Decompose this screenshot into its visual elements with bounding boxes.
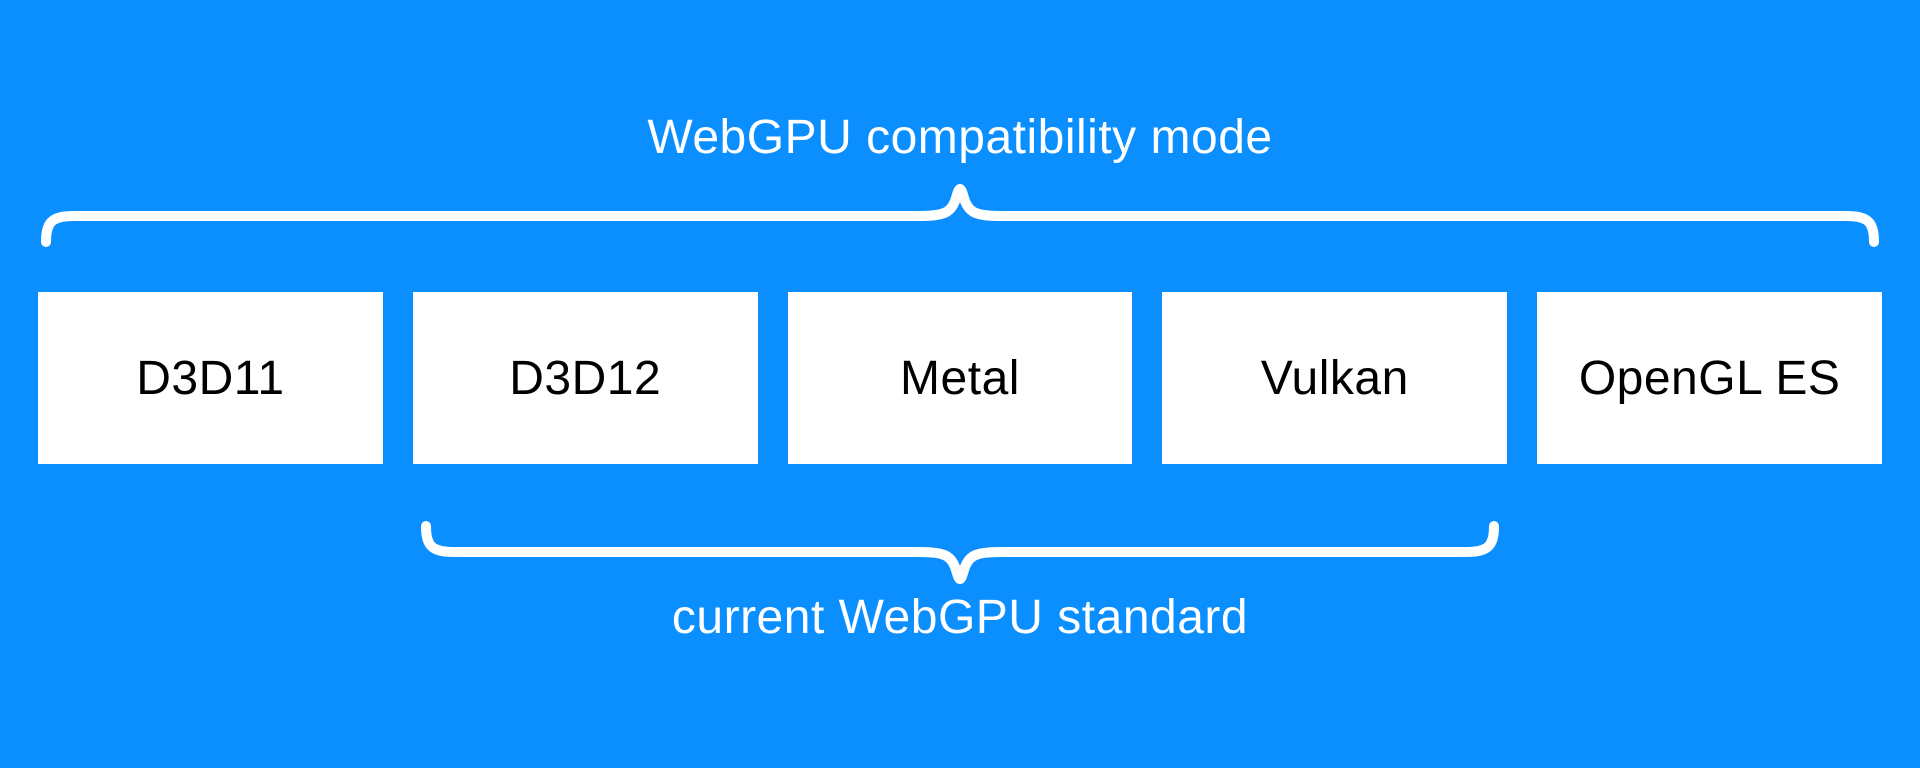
api-box-row: D3D11 D3D12 Metal Vulkan OpenGL ES [38, 292, 1882, 464]
api-box-label: D3D12 [509, 351, 662, 405]
api-box-label: Metal [900, 351, 1020, 405]
current-standard-label: current WebGPU standard [671, 591, 1249, 644]
compatibility-mode-label: WebGPU compatibility mode [647, 111, 1273, 164]
api-box-d3d12: D3D12 [412, 292, 758, 464]
api-box-label: OpenGL ES [1578, 351, 1841, 405]
bottom-brace [421, 521, 1499, 584]
api-box-vulkan: Vulkan [1162, 292, 1508, 464]
top-brace [41, 184, 1879, 247]
api-box-opengl-es: OpenGL ES [1537, 292, 1882, 464]
api-box-metal: Metal [787, 292, 1133, 464]
api-box-d3d11: D3D11 [38, 292, 383, 464]
api-box-label: Vulkan [1260, 351, 1409, 405]
api-box-label: D3D11 [136, 351, 285, 405]
